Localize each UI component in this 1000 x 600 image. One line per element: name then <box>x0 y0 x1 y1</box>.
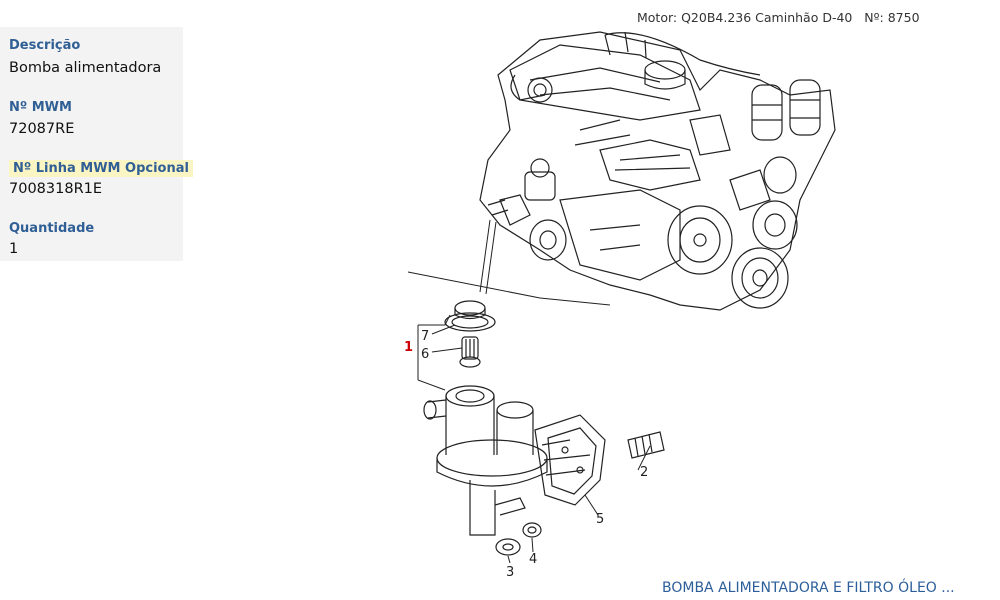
mwm-value: 72087RE <box>9 121 75 137</box>
quantidade-value: 1 <box>9 241 19 257</box>
details-panel <box>0 27 183 261</box>
callout-1: 1 <box>404 340 413 355</box>
callout-leaders <box>417 314 651 564</box>
mwm-label: Nº MWM <box>9 100 72 115</box>
leader-lines <box>407 219 611 306</box>
linha-opcional-value: 7008318R1E <box>9 181 103 197</box>
callout-6: 6 <box>421 347 429 362</box>
callout-2: 2 <box>640 465 648 480</box>
descricao-value: Bomba alimentadora <box>9 60 162 76</box>
motor-header: Motor: Q20B4.236 Caminhão D-40 Nº: 8750 <box>637 10 920 25</box>
motor-text: Motor: Q20B4.236 Caminhão D-40 <box>637 10 853 25</box>
callout-7: 7 <box>421 329 429 344</box>
footer-link[interactable]: BOMBA ALIMENTADORA E FILTRO ÓLEO ... <box>662 580 955 596</box>
part-number-text: Nº: 8750 <box>864 10 920 25</box>
pump-assembly-drawing <box>423 300 665 556</box>
quantidade-label: Quantidade <box>9 221 95 236</box>
engine-drawing <box>479 31 836 311</box>
callout-3: 3 <box>506 565 514 580</box>
linha-opcional-label: Nº Linha MWM Opcional <box>9 160 193 177</box>
descricao-label: Descrição <box>9 38 81 53</box>
callout-5: 5 <box>596 512 604 527</box>
callout-4: 4 <box>529 552 537 567</box>
